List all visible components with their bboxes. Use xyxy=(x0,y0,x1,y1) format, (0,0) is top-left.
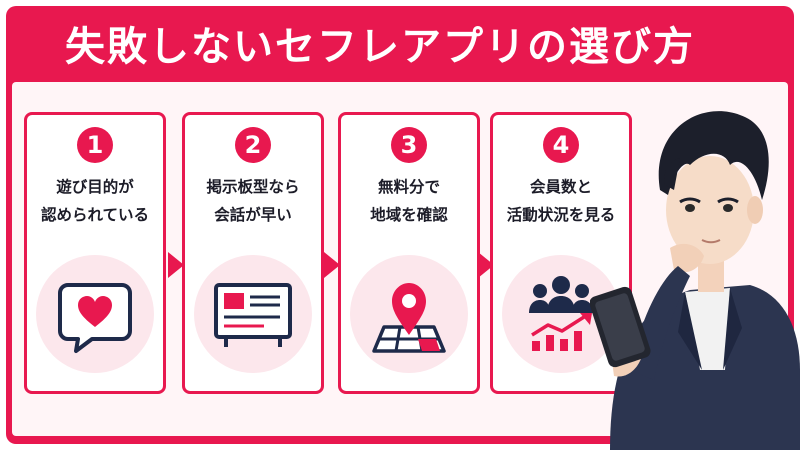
step-caption-line: 活動状況を見る xyxy=(506,206,616,224)
step-number-badge: 4 xyxy=(543,127,579,163)
step-caption-line: 遊び目的が xyxy=(56,178,134,196)
step-card-2: 2 掲示板型なら 会話が早い xyxy=(182,112,324,394)
step-icon-circle xyxy=(194,255,312,373)
step-number-badge: 2 xyxy=(235,127,271,163)
step-caption-line: 会員数と xyxy=(529,178,592,196)
page-title: 失敗しないセフレアプリの選び方 xyxy=(65,24,695,70)
step-arrow xyxy=(168,252,184,278)
step-number-badge: 1 xyxy=(77,127,113,163)
step-caption: 無料分で 地域を確認 xyxy=(341,173,477,229)
person-with-phone-illustration xyxy=(590,111,800,450)
title-bar: 失敗しないセフレアプリの選び方 xyxy=(6,6,794,80)
map-pin-icon xyxy=(372,283,446,353)
bulletin-board-icon xyxy=(214,283,292,347)
step-number-badge: 3 xyxy=(391,127,427,163)
step-caption-line: 認められている xyxy=(40,206,150,224)
step-arrow xyxy=(324,252,340,278)
step-caption: 掲示板型なら 会話が早い xyxy=(185,173,321,229)
step-caption-line: 無料分で xyxy=(377,178,440,196)
step-caption-line: 会話が早い xyxy=(214,206,292,224)
heart-chat-bubble-icon xyxy=(58,283,132,353)
step-caption: 遊び目的が 認められている xyxy=(27,173,163,229)
step-icon-circle xyxy=(350,255,468,373)
users-growth-chart-icon xyxy=(529,276,593,351)
step-caption: 会員数と 活動状況を見る xyxy=(493,173,629,229)
step-caption-line: 地域を確認 xyxy=(370,206,448,224)
step-icon-circle xyxy=(36,255,154,373)
step-card-1: 1 遊び目的が 認められている xyxy=(24,112,166,394)
step-caption-line: 掲示板型なら xyxy=(206,178,300,196)
step-card-3: 3 無料分で 地域を確認 xyxy=(338,112,480,394)
